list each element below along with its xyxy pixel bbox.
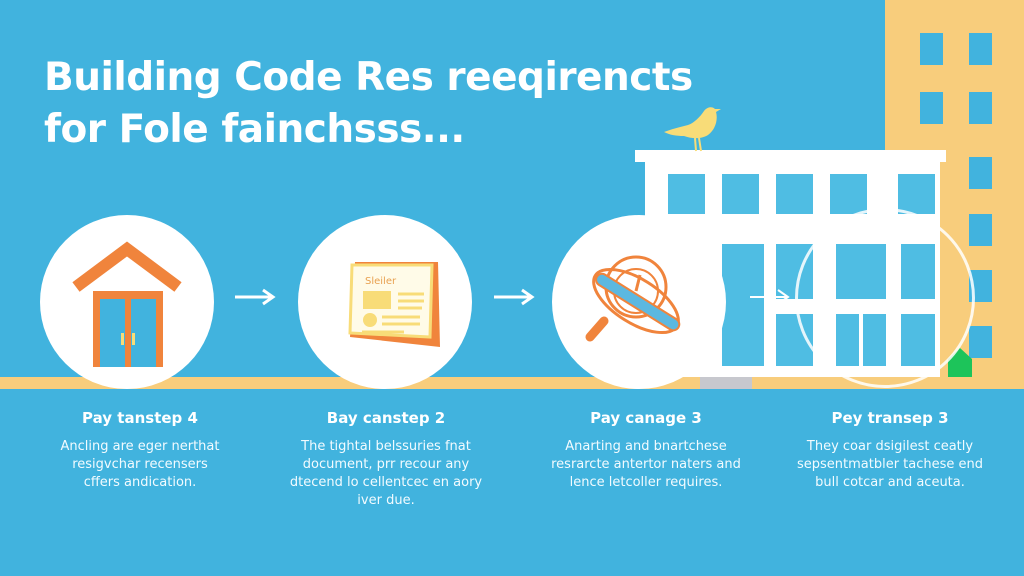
- tower-window: [969, 326, 992, 358]
- step-4-body: They coar dsigilest ceatly sepsentmatble…: [796, 439, 984, 490]
- ground-strip: [0, 377, 1024, 389]
- step-4-icon-circle: [795, 208, 975, 388]
- arrow-right-icon: [494, 288, 535, 306]
- title-line-1: Building Code Res reeqirencts: [44, 55, 693, 100]
- title-line-2: for Fole fainchsss...: [44, 107, 465, 152]
- house-door-icon: [72, 241, 182, 367]
- building-window: [722, 174, 759, 214]
- step-1-body: Ancling are eger nerthat resigvchar rece…: [60, 439, 220, 490]
- tower-window: [920, 92, 943, 124]
- step-1: Pay tanstep 4 Ancling are eger nerthat r…: [25, 408, 255, 492]
- step-3-body: Anarting and bnartchese resrarcte antert…: [551, 439, 741, 490]
- building-window: [776, 174, 813, 214]
- document-icon: Sleiler: [348, 262, 440, 347]
- magnifier-inspection-icon: [585, 255, 681, 342]
- step-4: Pey transep 3 They coar dsigilest ceatly…: [775, 408, 1005, 492]
- bird-icon: [664, 107, 721, 152]
- arrow-right-icon: [235, 288, 276, 306]
- step-2: Bay canstep 2 The tightal belssuries fna…: [271, 408, 501, 510]
- tower-window: [969, 92, 992, 124]
- step-4-heading: Pey transep 3: [831, 409, 949, 427]
- tower-window: [969, 33, 992, 65]
- page-title: Building Code Res reeqirencts for Fole f…: [44, 52, 693, 156]
- step-3-heading: Pay canage 3: [590, 409, 702, 427]
- building-step: [700, 377, 752, 389]
- step-2-heading: Bay canstep 2: [326, 409, 446, 427]
- svg-text:Sleiler: Sleiler: [365, 276, 397, 287]
- building-window: [830, 174, 867, 214]
- arrow-right-icon: [750, 289, 790, 305]
- step-3-icon-circle: [552, 215, 726, 389]
- tower-window: [920, 33, 943, 65]
- building-window: [898, 174, 935, 214]
- building-roof: [635, 150, 946, 162]
- step-2-icon-circle: Sleiler: [298, 215, 472, 389]
- tower-window: [969, 157, 992, 189]
- building-window: [668, 174, 705, 214]
- step-1-heading: Pay tanstep 4: [82, 409, 198, 427]
- building-window: [722, 244, 764, 366]
- step-3: Pay canage 3 Anarting and bnartchese res…: [531, 408, 761, 492]
- tower-window: [969, 214, 992, 246]
- step-2-body: The tightal belssuries fnat document, pr…: [289, 439, 483, 508]
- step-1-icon-circle: [40, 215, 214, 389]
